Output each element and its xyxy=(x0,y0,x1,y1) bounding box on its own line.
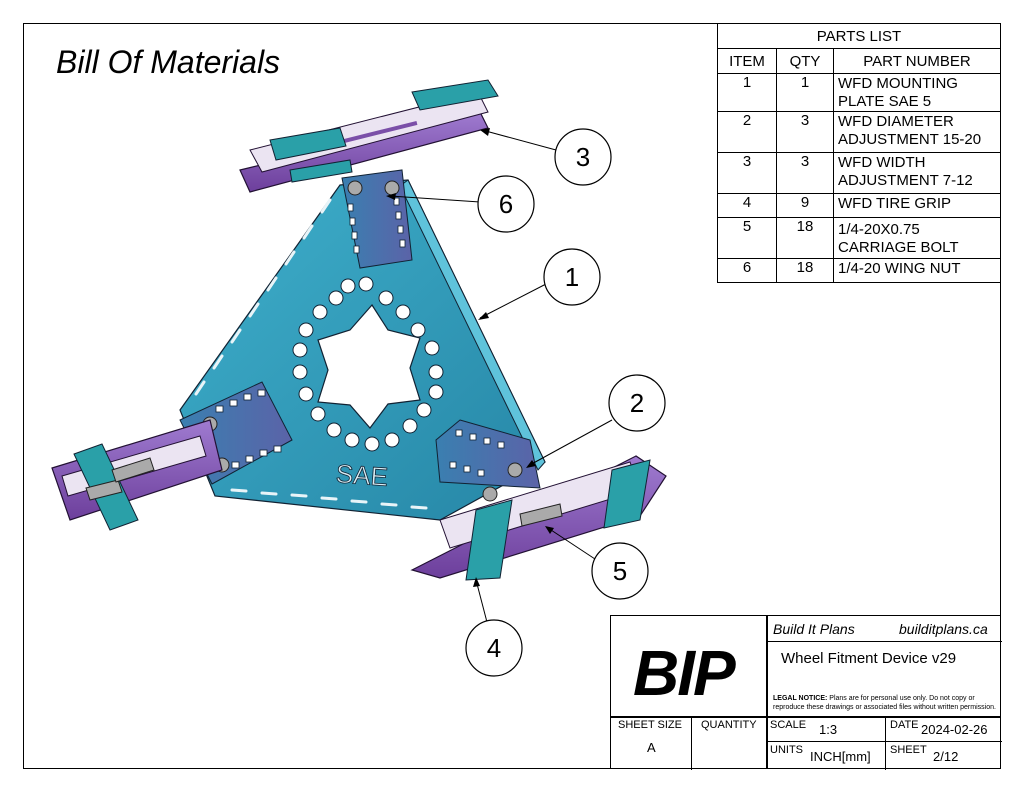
callout-number: 5 xyxy=(613,556,627,586)
part-line-2: ADJUSTMENT 7-12 xyxy=(838,172,973,189)
date-value: 2024-02-26 xyxy=(921,722,988,737)
part-line-1: WFD WIDTH xyxy=(838,154,926,171)
drawing-border xyxy=(23,23,1001,769)
qty-cell: 18 xyxy=(776,217,834,259)
qty-cell: 18 xyxy=(776,258,834,283)
scale-label: SCALE xyxy=(770,719,807,731)
item-cell: 5 xyxy=(717,217,777,259)
diameter-adjustment-right xyxy=(435,419,541,502)
table-row: 6 18 1/4-20 WING NUT xyxy=(717,258,1001,283)
callout-balloon-3 xyxy=(554,128,612,186)
width-adjustment-top xyxy=(239,79,499,193)
qty-cell: 3 xyxy=(776,152,834,194)
callout-balloon-6 xyxy=(477,175,535,233)
part-line-2: ADJUSTMENT 15-20 xyxy=(838,131,982,148)
callout-balloon-4 xyxy=(465,619,523,677)
item-cell: 4 xyxy=(717,193,777,218)
plate-sae-label: SAE xyxy=(335,458,389,492)
callout-number: 3 xyxy=(576,142,590,172)
callout-number: 1 xyxy=(565,262,579,292)
sheet-label: SHEET xyxy=(890,744,927,756)
leader-lines xyxy=(389,129,613,627)
callout-balloon-1 xyxy=(543,248,601,306)
callout-balloon-5 xyxy=(591,542,649,600)
quantity-label: QUANTITY xyxy=(701,719,757,731)
company-name: Build It Plans xyxy=(773,621,855,637)
drawing-heading: Bill Of Materials xyxy=(56,44,281,80)
part-number-cell: 1/4-20 WING NUT xyxy=(833,258,1001,283)
sheet-value: 2/12 xyxy=(933,749,959,764)
callout-number: 4 xyxy=(487,633,501,663)
callout-number: 2 xyxy=(630,388,644,418)
sheet-size-value: A xyxy=(647,740,656,755)
legal-notice: LEGAL NOTICE: Plans are for personal use… xyxy=(773,694,1001,712)
part-line-1: 1/4-20X0.75 xyxy=(838,221,920,238)
callout-number: 6 xyxy=(499,189,513,219)
part-line-1: WFD DIAMETER xyxy=(838,113,954,130)
scale-value: 1:3 xyxy=(819,722,838,737)
bip-logo: BIP xyxy=(633,637,736,709)
table-row: 4 9 WFD TIRE GRIP xyxy=(717,193,1001,218)
part-line-1: WFD MOUNTING xyxy=(838,75,958,92)
part-line-2: PLATE SAE 5 xyxy=(838,93,932,110)
date-label: DATE xyxy=(890,719,919,731)
units-value: INCH[mm] xyxy=(810,749,871,764)
legal-notice-label: LEGAL NOTICE: xyxy=(773,695,828,702)
part-line-2: CARRIAGE BOLT xyxy=(838,239,959,256)
part-number-cell: WFD TIRE GRIP xyxy=(833,193,1001,218)
drawing-title: Wheel Fitment Device v29 xyxy=(781,650,957,667)
legal-notice-text: Plans are for personal use only. Do not … xyxy=(773,695,996,711)
leader-arrowheads xyxy=(386,128,554,587)
sheet-size-label: SHEET SIZE xyxy=(618,719,682,731)
units-label: UNITS xyxy=(770,744,803,756)
col-header-qty: QTY xyxy=(776,48,834,74)
width-adjustment-right xyxy=(410,455,667,581)
parts-list-table: PARTS LIST ITEM QTY PART NUMBER 1 1 WFD … xyxy=(717,23,1001,283)
width-adjustment-left xyxy=(51,419,223,531)
title-block: BIP Build It Plans builditplans.ca Wheel… xyxy=(610,615,1002,770)
callout-balloon-2 xyxy=(608,374,666,432)
company-website: builditplans.ca xyxy=(899,621,988,637)
item-cell: 6 xyxy=(717,258,777,283)
